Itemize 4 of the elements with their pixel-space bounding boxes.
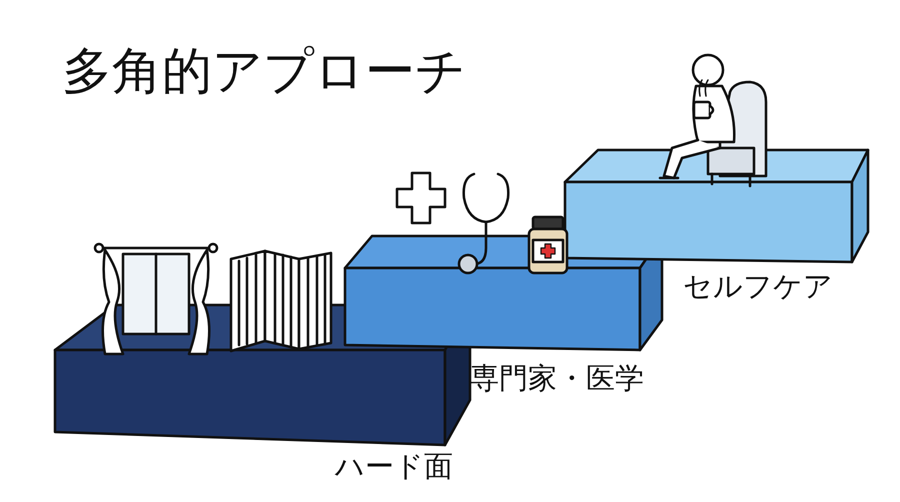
platform-label: セルフケア: [683, 268, 833, 304]
platform-label: 専門家・医学: [470, 360, 644, 396]
platform-label: ハード面: [335, 448, 453, 484]
title: 多角的アプローチ: [62, 41, 466, 102]
